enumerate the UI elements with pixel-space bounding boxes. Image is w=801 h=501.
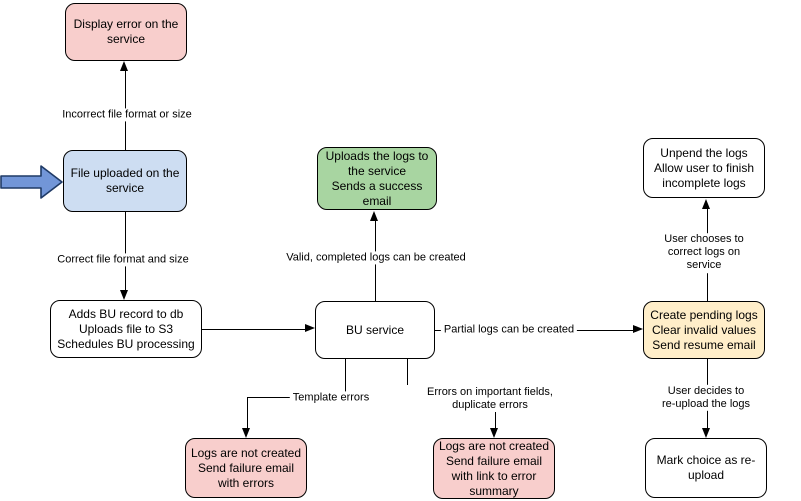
node-adds-bu-record: Adds BU record to db Uploads file to S3 … bbox=[50, 300, 202, 358]
connector-important-errors bbox=[495, 412, 497, 429]
arrowhead-up bbox=[370, 211, 378, 221]
connector-template-errors bbox=[247, 397, 249, 429]
edge-label-important-errors: Errors on important fields, duplicate er… bbox=[424, 385, 556, 413]
edge-label-partial-logs: Partial logs can be created bbox=[440, 323, 578, 337]
edge-label-user-reuploads: User decides to re-upload the logs bbox=[658, 384, 754, 412]
node-create-pending-logs: Create pending logs Clear invalid values… bbox=[643, 301, 765, 359]
edge-label-incorrect-format: Incorrect file format or size bbox=[59, 108, 195, 122]
arrowhead-up bbox=[702, 199, 710, 209]
node-mark-reupload: Mark choice as re- upload bbox=[645, 438, 767, 498]
connector-template-errors bbox=[345, 359, 347, 398]
edge-label-template-errors: Template errors bbox=[289, 391, 373, 405]
arrowhead-up bbox=[120, 61, 128, 71]
node-file-uploaded: File uploaded on the service bbox=[63, 150, 187, 212]
connector-important-errors bbox=[407, 359, 409, 385]
arrowhead-down bbox=[702, 428, 710, 438]
node-logs-not-created-summary: Logs are not created Send failure email … bbox=[433, 438, 555, 499]
edge-label-user-corrects: User chooses to correct logs on service bbox=[655, 233, 753, 273]
entry-arrow-icon bbox=[0, 165, 63, 199]
node-bu-service: BU service bbox=[315, 301, 435, 359]
edge-label-valid-logs: Valid, completed logs can be created bbox=[283, 251, 469, 265]
node-display-error: Display error on the service bbox=[65, 3, 187, 61]
arrowhead-right bbox=[305, 324, 315, 332]
arrowhead-down bbox=[490, 428, 498, 438]
connector-adds-to-service bbox=[202, 329, 305, 331]
edge-label-correct-format: Correct file format and size bbox=[54, 253, 192, 267]
arrowhead-right bbox=[633, 325, 643, 333]
arrowhead-down bbox=[242, 428, 250, 438]
connector-correct-format bbox=[125, 212, 127, 290]
node-uploads-logs-success: Uploads the logs to the service Sends a … bbox=[317, 147, 437, 210]
node-logs-not-created-errors: Logs are not created Send failure email … bbox=[185, 438, 307, 498]
arrowhead-down bbox=[120, 290, 128, 300]
node-unpend-logs: Unpend the logs Allow user to finish inc… bbox=[643, 138, 765, 198]
